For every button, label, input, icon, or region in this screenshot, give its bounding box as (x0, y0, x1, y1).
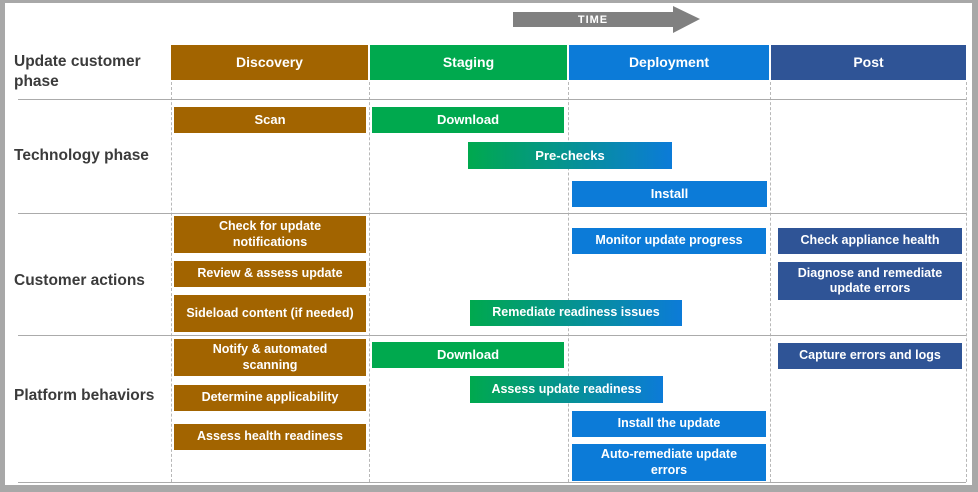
time-arrow: TIME (513, 12, 673, 27)
bar-assess-health-readiness: Assess health readiness (174, 424, 366, 450)
time-arrow-label: TIME (577, 13, 609, 26)
phase-header-staging: Staging (370, 45, 567, 80)
phase-header-post: Post (771, 45, 966, 80)
column-divider (568, 82, 569, 482)
phase-header-deployment: Deployment (569, 45, 769, 80)
row-label-customer-actions: Customer actions (14, 272, 145, 289)
bar-check-appliance-health: Check appliance health (778, 228, 962, 254)
bar-check-for-update-notifications: Check for update notifications (174, 216, 366, 253)
bar-assess-update-readiness: Assess update readiness (470, 376, 663, 403)
bar-auto-remediate-update-errors: Auto-remediate update errors (572, 444, 766, 481)
bar-notify-automated-scanning: Notify & automated scanning (174, 339, 366, 376)
column-divider (770, 82, 771, 482)
bar-monitor-update-progress: Monitor update progress (572, 228, 766, 254)
row-divider (18, 335, 966, 336)
column-divider (171, 82, 172, 482)
bar-download-technology: Download (372, 107, 564, 133)
row-label-update-customer-phase: Update customer phase (14, 53, 141, 91)
row-label-platform-behaviors: Platform behaviors (14, 387, 155, 404)
bar-pre-checks: Pre-checks (468, 142, 672, 169)
bar-install: Install (572, 181, 767, 207)
bar-install-the-update: Install the update (572, 411, 766, 437)
bar-diagnose-and-remediate-update-errors: Diagnose and remediate update errors (778, 262, 962, 300)
row-divider (18, 482, 966, 483)
column-divider (966, 82, 967, 482)
row-divider (18, 99, 966, 100)
row-label-technology-phase: Technology phase (14, 147, 149, 164)
row-divider (18, 213, 966, 214)
bar-remediate-readiness-issues: Remediate readiness issues (470, 300, 682, 326)
bar-download-platform: Download (372, 342, 564, 368)
bar-sideload-content: Sideload content (if needed) (174, 295, 366, 332)
time-arrow-head-icon (673, 6, 700, 33)
column-divider (369, 82, 370, 482)
bar-review-assess-update: Review & assess update (174, 261, 366, 287)
bar-determine-applicability: Determine applicability (174, 385, 366, 411)
bar-scan: Scan (174, 107, 366, 133)
bar-capture-errors-and-logs: Capture errors and logs (778, 343, 962, 369)
phase-header-discovery: Discovery (171, 45, 368, 80)
